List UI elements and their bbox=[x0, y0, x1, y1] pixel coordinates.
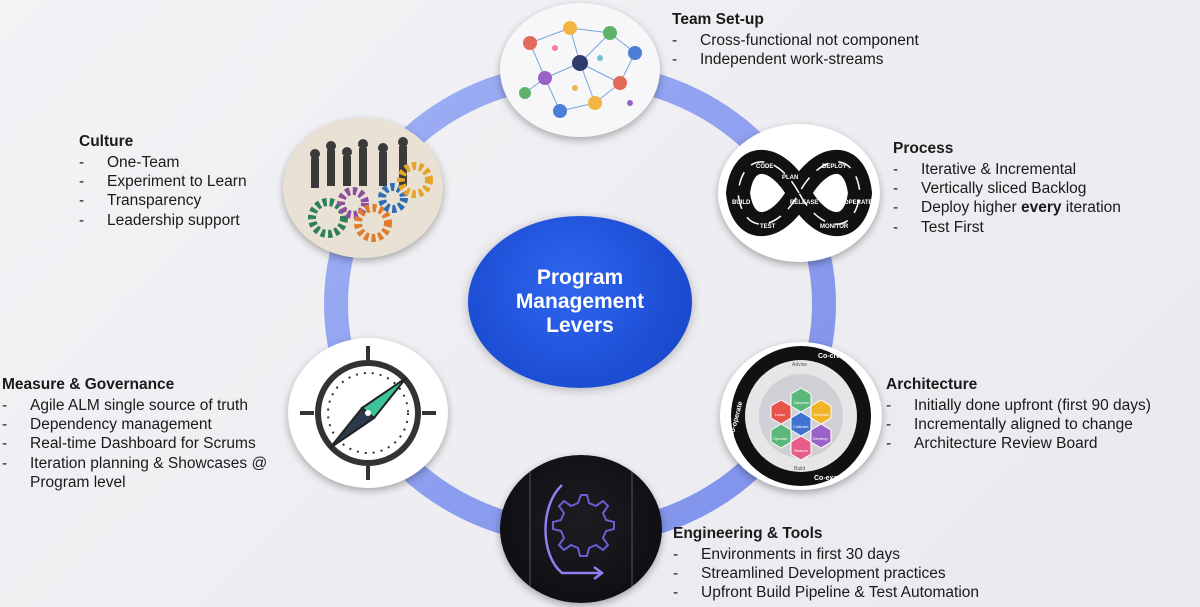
compass-image bbox=[288, 338, 448, 488]
engineering-title: Engineering & Tools bbox=[673, 525, 823, 542]
deploy-text-end: iteration bbox=[1061, 199, 1121, 217]
team-setup-block: Team Set-up Cross-functional not compone… bbox=[672, 10, 919, 70]
hex-label: Operate bbox=[773, 436, 788, 441]
team-setup-title: Team Set-up bbox=[672, 11, 764, 28]
list-item: Deploy higher every iteration bbox=[893, 198, 1121, 217]
loop-label: OPERATE bbox=[844, 200, 873, 206]
list-item: Leadership support bbox=[79, 211, 247, 230]
engineering-gear-image bbox=[500, 455, 662, 603]
measure-title: Measure & Governance bbox=[2, 376, 175, 393]
wheel-outer-label: Co-create bbox=[818, 353, 850, 360]
architecture-wheel-image: Co-create Co-operate Co-execute Advise B… bbox=[720, 342, 882, 490]
center-title: Program Management Levers bbox=[515, 266, 645, 337]
list-item: Vertically sliced Backlog bbox=[893, 179, 1121, 198]
list-item: Environments in first 30 days bbox=[673, 545, 979, 564]
loop-label: RELEASE bbox=[790, 200, 818, 206]
hex-label: Develop bbox=[813, 436, 828, 441]
list-item: Incrementally aligned to change bbox=[886, 415, 1151, 434]
culture-block: Culture One-Team Experiment to Learn Tra… bbox=[79, 132, 247, 230]
hex-label: Reason bbox=[794, 448, 808, 453]
list-item: Test First bbox=[893, 218, 1121, 237]
list-item: Architecture Review Board bbox=[886, 434, 1151, 453]
hex-label: Learn bbox=[775, 412, 785, 417]
loop-label: MONITOR bbox=[820, 224, 849, 230]
devops-loop-image: CODE DEPLOY BUILD PLAN RELEASE OPERATE T… bbox=[718, 124, 880, 262]
wheel-inner-label: Advise bbox=[792, 362, 807, 368]
measure-block: Measure & Governance Agile ALM single so… bbox=[2, 375, 267, 492]
list-item: Iteration planning & Showcases @ bbox=[2, 454, 267, 473]
list-item: Initially done upfront (first 90 days) bbox=[886, 396, 1151, 415]
wheel-outer-label: Co-execute bbox=[814, 475, 852, 482]
list-item: Independent work-streams bbox=[672, 50, 919, 69]
loop-label: DEPLOY bbox=[822, 164, 847, 170]
list-item: Iterative & Incremental bbox=[893, 160, 1121, 179]
list-item-continued: Program level bbox=[30, 473, 126, 491]
culture-gears-image bbox=[283, 118, 443, 258]
process-title: Process bbox=[893, 140, 954, 157]
list-item: One-Team bbox=[79, 153, 247, 172]
list-item: Transparency bbox=[79, 191, 247, 210]
list-item: Cross-functional not component bbox=[672, 31, 919, 50]
loop-label: TEST bbox=[760, 224, 776, 230]
loop-label: PLAN bbox=[782, 175, 798, 181]
team-network-image bbox=[500, 3, 660, 137]
list-item: Dependency management bbox=[2, 415, 267, 434]
hex-label: Cultivate bbox=[793, 424, 809, 429]
deploy-text: Deploy higher bbox=[921, 199, 1021, 217]
process-block: Process Iterative & Incremental Vertical… bbox=[893, 139, 1121, 237]
list-item: Experiment to Learn bbox=[79, 172, 247, 191]
architecture-block: Architecture Initially done upfront (fir… bbox=[886, 375, 1151, 454]
list-item: Upfront Build Pipeline & Test Automation bbox=[673, 583, 979, 602]
architecture-title: Architecture bbox=[886, 376, 978, 393]
hex-label: Envision bbox=[814, 412, 829, 417]
hex-label: Discover bbox=[794, 400, 810, 405]
wheel-inner-label: Build bbox=[794, 466, 805, 472]
loop-label: CODE bbox=[756, 164, 773, 170]
deploy-emphasis: every bbox=[1020, 199, 1062, 217]
engineering-block: Engineering & Tools Environments in firs… bbox=[673, 524, 979, 603]
center-hub: Program Management Levers bbox=[468, 216, 692, 388]
list-item: Real-time Dashboard for Scrums bbox=[2, 434, 267, 453]
list-item: Streamlined Development practices bbox=[673, 564, 979, 583]
culture-title: Culture bbox=[79, 133, 134, 150]
list-item: Agile ALM single source of truth bbox=[2, 396, 267, 415]
loop-label: BUILD bbox=[732, 200, 751, 206]
